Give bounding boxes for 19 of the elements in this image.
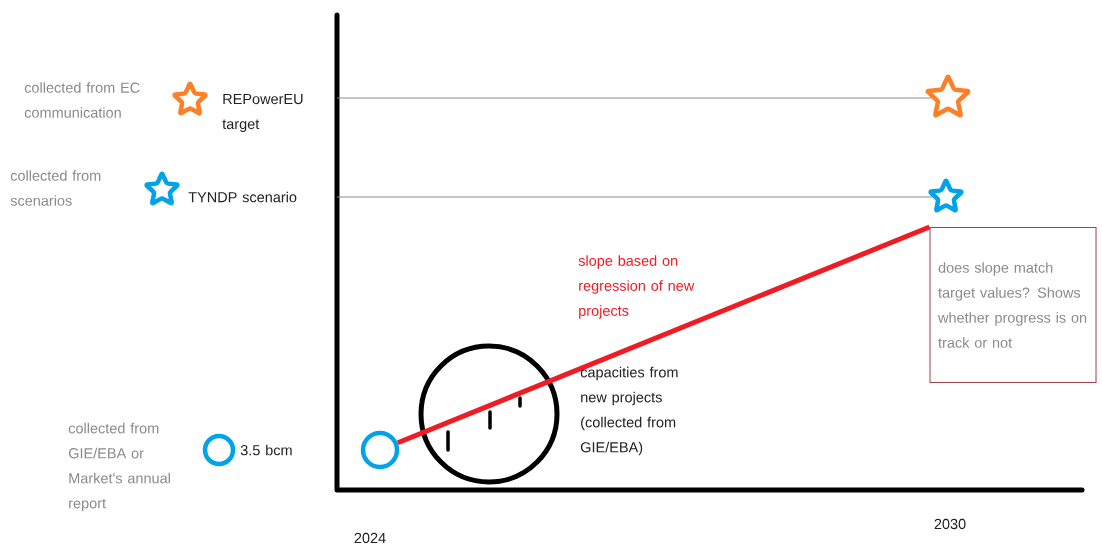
star-icon: [144, 171, 180, 206]
connector-line: [336, 196, 933, 198]
star-icon: [172, 81, 208, 116]
note-text: capacities from new projects (collected from GIE/EBA): [580, 366, 678, 456]
star-icon: [925, 74, 971, 118]
note-text: collected from GIE/EBA or Market's annual report: [68, 422, 170, 512]
circle-marker: [360, 430, 400, 470]
axis-label: 2030: [934, 518, 966, 530]
note-text: collected from EC communication: [24, 82, 140, 118]
note-text: 3.5 bcm: [240, 444, 292, 456]
note-text: REPowerEU target: [222, 94, 303, 132]
note-text: collected from scenarios: [10, 170, 101, 206]
axis-label: 2024: [354, 532, 386, 544]
connector-line: [336, 97, 932, 99]
callout-box: does slope match target values? Shows whether progress is on track or not: [929, 227, 1097, 383]
star-icon: [928, 178, 964, 213]
edge-label: slope based on regression of new projects: [578, 255, 695, 319]
circle-marker: [202, 433, 236, 467]
note-text: TYNDP scenario: [188, 191, 297, 203]
